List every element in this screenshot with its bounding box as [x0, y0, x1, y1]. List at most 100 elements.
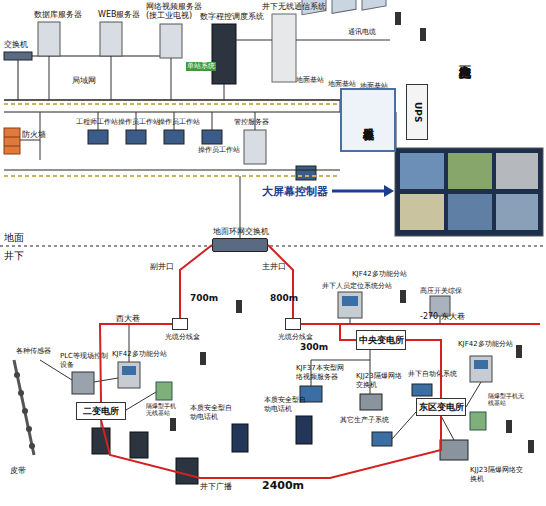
server-icon: [160, 24, 182, 58]
text-label: 操作员工作站: [158, 118, 200, 127]
text-label: 操作员工作站: [198, 146, 240, 155]
phone-icon: [528, 440, 534, 453]
text-label: 井下无线通信系统: [262, 2, 326, 11]
text-label: KJF37本安型网络视频服务器: [296, 364, 346, 382]
roadway-cable: [301, 323, 540, 325]
text-label: 本质安全型自动电话机: [190, 404, 236, 422]
text-label: -270 东大巷: [420, 312, 465, 321]
wire: [350, 318, 351, 324]
brick-line: [4, 137, 20, 138]
sensor-chain: [14, 360, 34, 455]
wire: [101, 420, 102, 428]
workstation-icon: [202, 130, 222, 144]
phone-icon: [400, 290, 406, 303]
server-icon: [244, 130, 266, 164]
workstation-icon: [296, 166, 316, 180]
screen-tile: [448, 153, 492, 189]
phone-icon: [420, 28, 426, 41]
wireless-base-icon: [470, 412, 486, 430]
text-label: 井下人员定位系统分站: [322, 282, 392, 291]
lan-bus: [4, 99, 340, 101]
text-label: KJJ23隔爆网络交换机: [356, 372, 402, 390]
device-box: UPS: [406, 84, 428, 140]
screen-icon: [372, 432, 392, 446]
wire: [49, 56, 50, 100]
wire: [441, 416, 454, 440]
screen-tile: [448, 194, 492, 230]
text-label: 井下自动化系统: [408, 370, 457, 379]
plc-icon: [72, 372, 94, 394]
text-label: KJF42多功能分站: [112, 350, 167, 359]
video-wall: [395, 148, 543, 236]
text-label: 高压开关综保: [420, 287, 462, 296]
phone-icon: [170, 418, 176, 431]
wire: [236, 40, 272, 41]
wire: [18, 60, 19, 100]
transformer-icon: [92, 428, 110, 454]
cable-connector: [268, 245, 293, 318]
wire: [4, 175, 340, 177]
screen-tile: [496, 194, 538, 230]
text-label: 局域网: [72, 76, 96, 85]
box-text: 光缆分线盒: [165, 333, 200, 342]
box-text: UPS: [413, 102, 422, 122]
screen-tile: [496, 153, 538, 189]
phone-icon: [516, 345, 522, 358]
workstation-icon: [88, 130, 108, 144]
firewall-icon: [4, 128, 20, 154]
text-label: 隔爆型手机无线基站: [488, 392, 524, 406]
transformer-icon: [130, 432, 148, 458]
device-box: 服务器机柜: [340, 88, 396, 152]
roadway-cable: [100, 323, 172, 325]
device-box: 地面环网交换机: [212, 238, 268, 252]
arrow-line: [332, 190, 388, 193]
text-label: 各种传感器: [16, 347, 51, 356]
screen-icon: [342, 296, 358, 306]
wire: [466, 382, 481, 407]
cable-connector: [301, 324, 356, 340]
telephone-icon: [232, 424, 248, 452]
text-label: 副井口: [150, 262, 174, 271]
screen-tile: [400, 194, 444, 230]
cable-connector: [180, 245, 212, 318]
distance-label: 300m: [300, 341, 328, 353]
text-label: 皮带: [10, 466, 26, 475]
workstation-icon: [126, 130, 146, 144]
rack-icon: [272, 14, 296, 82]
distance-label: 2400m: [262, 480, 304, 492]
text-label: PLC等现场控制设备: [60, 352, 110, 370]
device-box: 光缆分线盒: [285, 318, 301, 330]
box-text: 中央变电所: [359, 336, 404, 345]
substation-icon: [470, 356, 492, 382]
speaker-icon: [176, 458, 198, 484]
wireless-base-icon: [156, 382, 172, 400]
wire: [296, 40, 390, 41]
server-icon: [100, 22, 122, 56]
cable-connector: [100, 324, 172, 402]
substation-icon: [338, 292, 362, 318]
device-box: 东区变电所: [416, 398, 466, 416]
text-label: 操作员工作站: [118, 118, 160, 127]
text-label: 主井口: [262, 262, 286, 271]
text-label: 其它生产子系统: [340, 416, 389, 425]
wire: [171, 58, 172, 100]
cable-connector: [101, 416, 441, 478]
base-station-icon: [332, 0, 356, 13]
switch-icon: [4, 52, 32, 60]
box-text: 光缆分线盒: [278, 333, 313, 342]
wire: [111, 56, 112, 100]
text-label: WEB服务器: [98, 10, 140, 19]
text-label: 西大巷: [116, 314, 140, 323]
text-label: KJJ23隔爆网络交换机: [470, 466, 526, 484]
sensor-icon: [29, 443, 35, 449]
network-switch-icon: [440, 440, 468, 460]
screen-tile: [400, 153, 444, 189]
wire: [311, 360, 370, 361]
telephone-icon: [296, 416, 312, 444]
brick-line: [4, 146, 20, 147]
text-label: 大屏幕控制器: [262, 186, 328, 198]
network-switch-icon: [360, 394, 382, 410]
lan-bus: [4, 103, 340, 105]
